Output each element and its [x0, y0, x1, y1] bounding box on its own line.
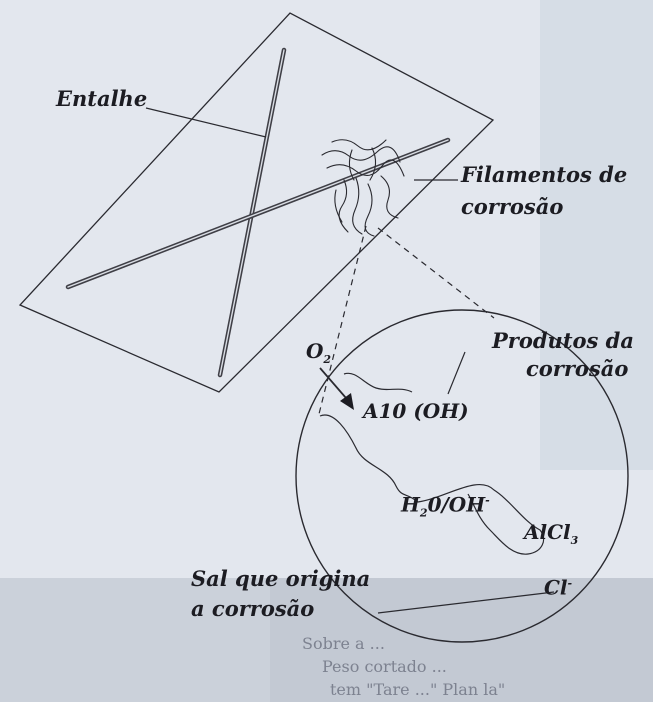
- label-produtos-line1: Produtos da: [492, 328, 634, 353]
- chem-oxygen-base: O: [306, 339, 324, 363]
- magnified-circle: [295, 309, 629, 643]
- chem-water-a: H: [401, 492, 420, 517]
- oxygen-arrow-head: [340, 393, 354, 410]
- label-entalhe: Entalhe: [56, 86, 148, 111]
- oxygen-arrow-shaft: [319, 367, 347, 399]
- chem-alcl-sub: 3: [570, 534, 579, 547]
- label-sal-line2: a corrosão: [191, 596, 315, 621]
- chem-chloride: Cl-: [544, 572, 572, 600]
- label-filamentos-line2: corrosão: [461, 194, 564, 219]
- background-text-line1: Sobre a ...: [302, 634, 385, 653]
- chem-water-hydroxide: H20/OH-: [401, 489, 490, 526]
- entalhe-leader: [145, 107, 267, 138]
- corrosion-front-top: [343, 372, 413, 393]
- background-band-lower-left: [0, 578, 270, 702]
- corrosion-front: [319, 414, 545, 555]
- chem-water-sup: -: [485, 494, 490, 507]
- leader-lines: [145, 107, 555, 614]
- label-filamentos-line1: Filamentos de: [461, 162, 628, 187]
- metal-plate: [18, 12, 495, 393]
- background-text-line2: Peso cortado ...: [322, 657, 447, 676]
- chem-aluminium-chloride: AlCl3: [524, 520, 578, 553]
- background-panel-right: [540, 0, 653, 470]
- chem-cl-base: Cl: [544, 575, 568, 600]
- chem-water-b: 0/OH: [427, 492, 486, 517]
- chem-cl-sup: -: [567, 577, 573, 590]
- produtos-leader: [447, 351, 466, 395]
- chem-water-sub: 2: [419, 506, 428, 520]
- corrosion-filaments: [321, 139, 405, 237]
- chem-oxygen-sub: 2: [323, 353, 332, 366]
- notch-line-1: [217, 47, 287, 378]
- notch-line-2: [65, 137, 451, 290]
- sal-leader: [377, 591, 555, 614]
- chem-aluminium-hydroxide: A10 (OH): [363, 399, 469, 423]
- label-sal-line1: Sal que origina: [191, 566, 371, 591]
- chem-alcl-base: AlCl: [524, 520, 571, 544]
- chem-oxygen: O2: [306, 339, 331, 372]
- background-text-line3: tem "Tare ..." Plan la": [330, 680, 506, 699]
- label-produtos-line2: corrosão: [526, 356, 629, 381]
- projection-lines: [317, 225, 495, 419]
